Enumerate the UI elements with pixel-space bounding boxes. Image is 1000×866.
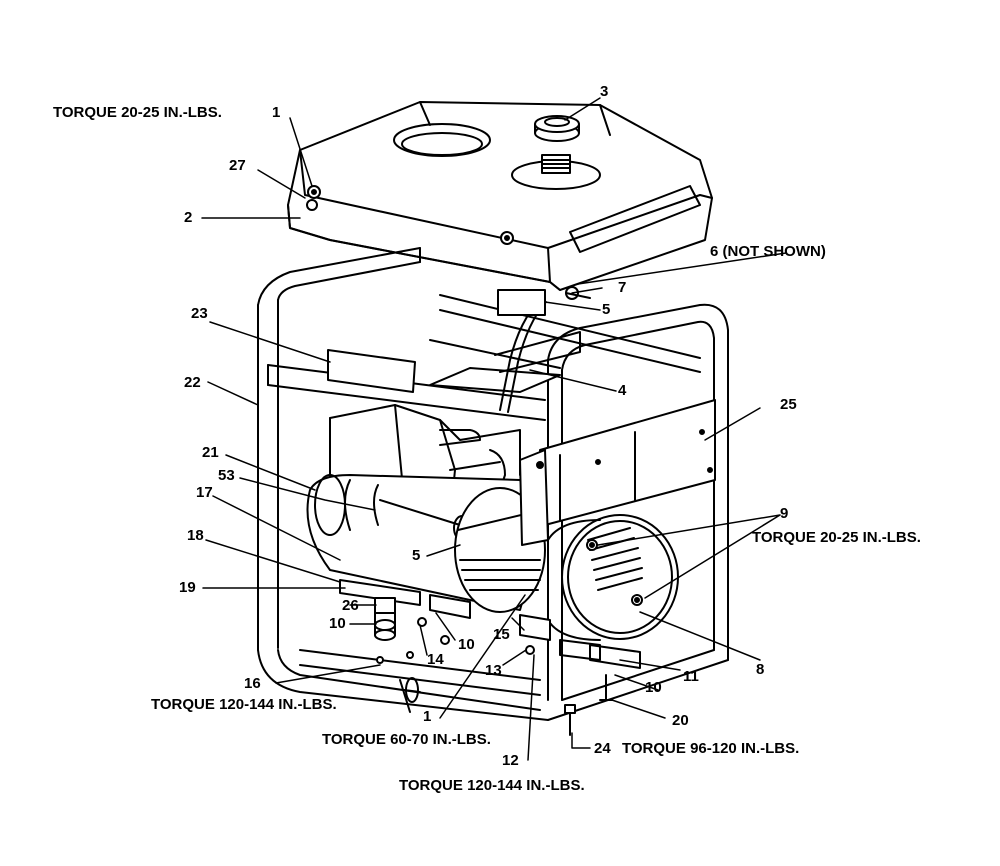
part-number-23: 23 xyxy=(191,305,208,322)
bracket-plate xyxy=(327,349,416,393)
part-number-18: 18 xyxy=(187,527,204,544)
end-bell-cover xyxy=(547,514,679,641)
part-number-26: 26 xyxy=(342,597,359,614)
part-number-9: 9 xyxy=(780,505,789,522)
part-number-12: 12 xyxy=(502,752,519,769)
part-number-3: 3 xyxy=(600,83,609,100)
fuel-line xyxy=(497,286,591,413)
part-number-19: 19 xyxy=(179,579,196,596)
part-number-24: 24 xyxy=(594,740,611,757)
part-number-5-lower: 5 xyxy=(412,547,421,564)
part-number-27: 27 xyxy=(229,157,246,174)
part-number-7: 7 xyxy=(618,279,627,296)
part-number-6-not-shown: 6 (NOT SHOWN) xyxy=(710,243,826,260)
part-number-1-top: 1 xyxy=(272,104,281,121)
torque-label-part-16: TORQUE 120-144 IN.-LBS. xyxy=(151,696,337,713)
tank-mount-screws xyxy=(306,185,514,245)
fuel-bracket xyxy=(429,331,581,393)
torque-label-part-24: TORQUE 96-120 IN.-LBS. xyxy=(622,740,800,757)
part-number-5-upper: 5 xyxy=(602,301,611,318)
control-panel xyxy=(519,399,716,546)
part-number-15: 15 xyxy=(493,626,510,643)
part-number-4: 4 xyxy=(618,382,627,399)
part-number-10-left: 10 xyxy=(329,615,346,632)
part-number-13: 13 xyxy=(485,662,502,679)
part-number-2: 2 xyxy=(184,209,193,226)
part-number-21: 21 xyxy=(202,444,219,461)
torque-label-part-12: TORQUE 120-144 IN.-LBS. xyxy=(399,777,585,794)
part-number-22: 22 xyxy=(184,374,201,391)
part-number-53: 53 xyxy=(218,467,235,484)
leader-lines xyxy=(201,97,787,761)
gas-cap xyxy=(534,115,580,142)
part-number-10-right: 10 xyxy=(645,679,662,696)
part-number-14: 14 xyxy=(427,651,444,668)
part-number-8: 8 xyxy=(756,661,765,678)
part-number-10-mid: 10 xyxy=(458,636,475,653)
torque-label-part-1: TORQUE 60-70 IN.-LBS. xyxy=(322,731,491,748)
part-number-16: 16 xyxy=(244,675,261,692)
part-number-20: 20 xyxy=(672,712,689,729)
fuel-tank xyxy=(287,101,713,291)
torque-label-cover-screws: TORQUE 20-25 IN.-LBS. xyxy=(53,104,222,121)
part-number-25: 25 xyxy=(780,396,797,413)
torque-label-part-9: TORQUE 20-25 IN.-LBS. xyxy=(752,529,921,546)
part-number-11: 11 xyxy=(683,668,699,685)
part-number-1-bottom: 1 xyxy=(423,708,432,725)
part-number-17: 17 xyxy=(196,484,213,501)
